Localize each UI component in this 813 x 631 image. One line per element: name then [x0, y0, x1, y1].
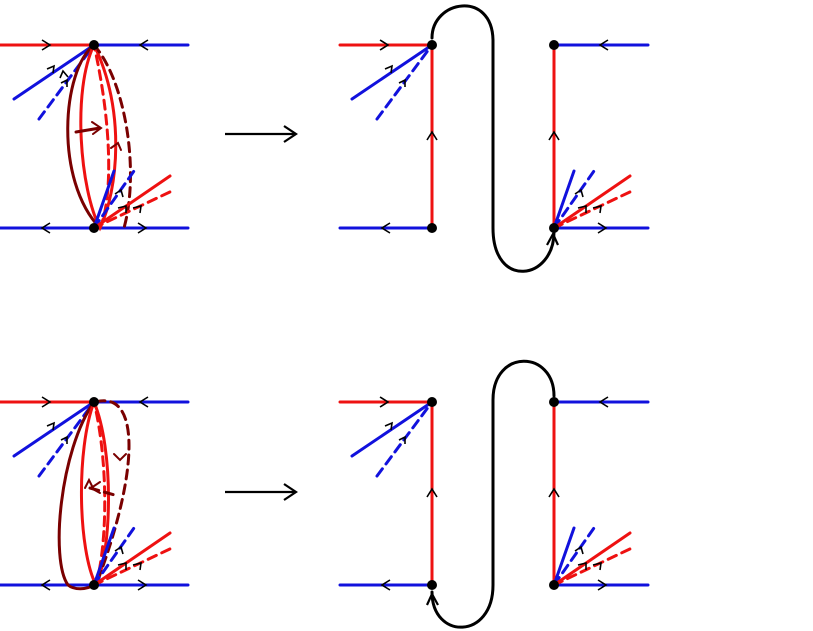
vertex [549, 397, 559, 407]
arrowhead [425, 591, 439, 606]
arrowhead [41, 39, 52, 51]
dark-red-dashed-loop [94, 399, 131, 587]
arrowhead [283, 125, 298, 143]
top-right-panel [338, 4, 650, 273]
transition-arrow [225, 125, 298, 143]
vertex [89, 580, 99, 590]
bottom-left-panel [0, 396, 190, 591]
arrowhead [380, 222, 391, 234]
arrowhead [41, 396, 52, 408]
vertex [549, 40, 559, 50]
arrowhead [546, 231, 560, 246]
bottom-right-panel [338, 359, 650, 629]
vertex [427, 580, 437, 590]
arrowhead [283, 483, 298, 501]
dark-red-line [74, 126, 102, 134]
arrowhead [89, 481, 101, 494]
arrowhead [84, 477, 94, 489]
dark-red-loop [57, 400, 96, 591]
arrowhead [110, 141, 122, 151]
arrowhead [113, 453, 127, 462]
red-dashed-line [92, 43, 111, 230]
vertex [427, 40, 437, 50]
arrowhead [91, 121, 103, 135]
vertex [549, 223, 559, 233]
vertex [89, 40, 99, 50]
arrowhead [380, 579, 391, 591]
vertex [549, 580, 559, 590]
arrowhead [59, 69, 69, 79]
arrowhead [379, 396, 390, 408]
arrowhead [426, 487, 438, 498]
arrowhead [598, 396, 609, 408]
arrowhead [137, 222, 148, 234]
vertex [427, 223, 437, 233]
vertex [89, 223, 99, 233]
bottom-row [0, 359, 650, 629]
arrowhead [137, 579, 148, 591]
arrowhead [598, 39, 609, 51]
arrowhead [40, 222, 51, 234]
arrowhead [40, 579, 51, 591]
top-left-panel [0, 39, 190, 234]
vertex [427, 397, 437, 407]
arrowhead [548, 487, 560, 498]
arrowhead [597, 222, 608, 234]
top-row [0, 4, 650, 273]
black-loop [430, 4, 556, 273]
arrowhead [548, 130, 560, 141]
arrowhead [426, 130, 438, 141]
arrowhead [597, 579, 608, 591]
black-loop [430, 359, 556, 629]
transition-arrow [225, 483, 298, 501]
dark-red-loop [66, 43, 102, 230]
arrowhead [379, 39, 390, 51]
vertex [89, 397, 99, 407]
arrowhead [138, 39, 149, 51]
arrowhead [138, 396, 149, 408]
